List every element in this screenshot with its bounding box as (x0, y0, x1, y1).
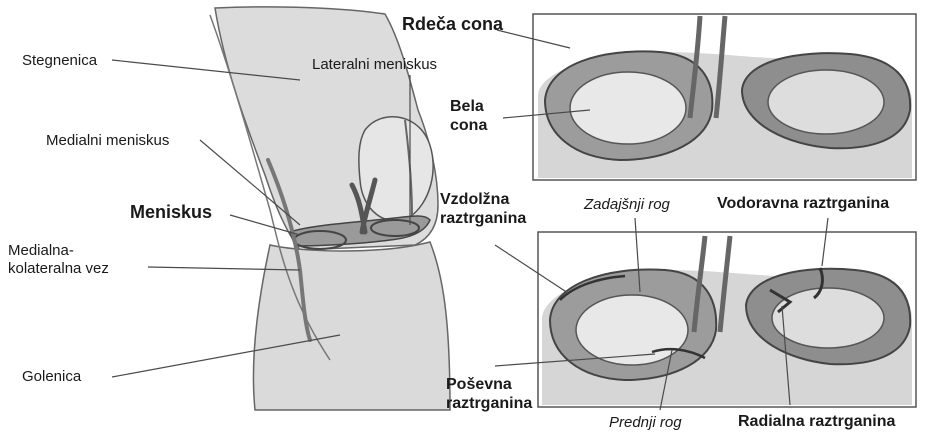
label-radialna-raztrganina: Radialna raztrganina (738, 412, 895, 431)
tibia-shin-bone (253, 242, 450, 410)
label-prednji-rog: Prednji rog (609, 414, 682, 432)
label-medialni-meniskus: Medialni meniskus (46, 132, 169, 150)
leader-vzdolzna (495, 245, 568, 293)
label-rdeca-cona: Rdeča cona (402, 14, 503, 36)
plateau-zones-illustration (533, 14, 916, 180)
white-zone-left (570, 72, 686, 144)
plateau-right-bottom (772, 288, 884, 348)
white-zone-right (768, 70, 884, 134)
label-medialna-kolateralna-vez: Medialna- kolateralna vez (8, 242, 109, 278)
label-lateralni-meniskus: Lateralni meniskus (312, 56, 437, 74)
leader-vodoravna (822, 218, 828, 266)
plateau-tears-illustration (538, 232, 916, 407)
label-vzdolzna-raztrganina: Vzdolžna raztrganina (440, 190, 526, 228)
label-bela-cona: Bela cona (450, 97, 487, 135)
label-golenica: Golenica (22, 368, 81, 386)
label-meniskus: Meniskus (130, 202, 212, 224)
label-posevna-raztrganina: Poševna raztrganina (446, 375, 532, 413)
label-zadajsnji-rog: Zadajšnji rog (584, 196, 670, 214)
label-vodoravna-raztrganina: Vodoravna raztrganina (717, 194, 889, 213)
label-stegnenica: Stegnenica (22, 52, 97, 70)
